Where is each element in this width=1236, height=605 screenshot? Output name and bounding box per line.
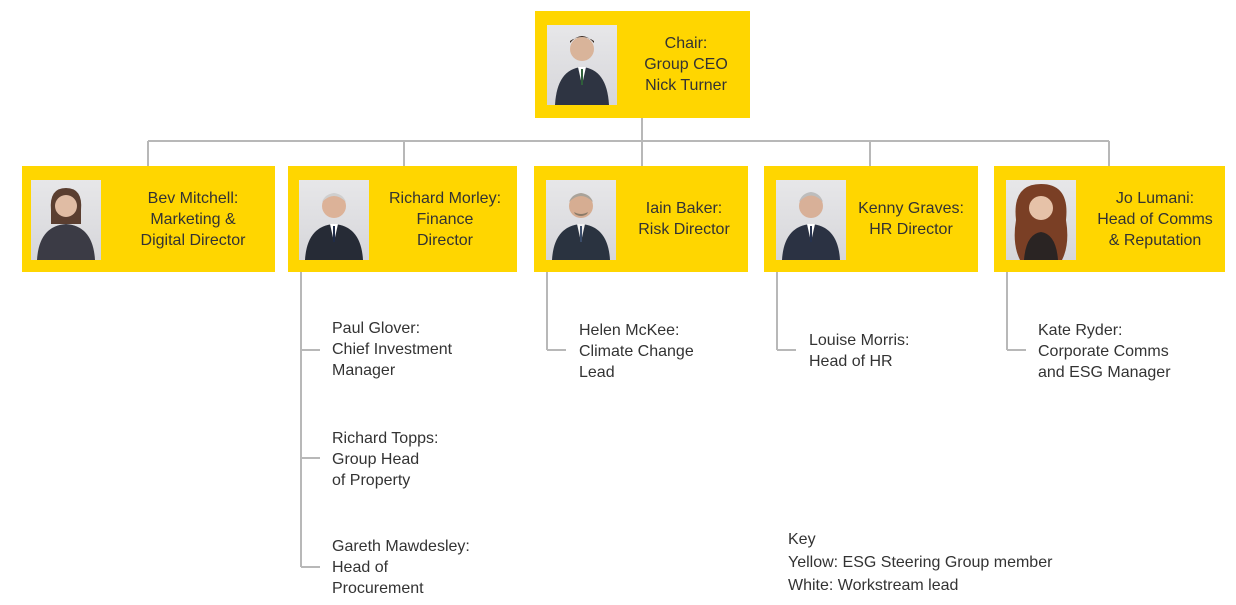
- lead-line: Climate Change: [579, 343, 694, 360]
- member-card-richard-morley: Richard Morley: Finance Director: [288, 166, 517, 272]
- lead-line: Kate Ryder:: [1038, 322, 1123, 339]
- richard-morley-photo: [299, 180, 369, 260]
- jo-lumani-line-2: Head of Comms: [1097, 211, 1213, 228]
- kenny-graves-line-2: HR Director: [869, 221, 953, 238]
- person-photo-icon: [552, 193, 610, 260]
- lead-paul-glover: Paul Glover: Chief Investment Manager: [332, 318, 452, 381]
- richard-morley-line-3: Director: [416, 232, 473, 249]
- person-photo-icon: [1014, 184, 1068, 260]
- member-card-bev-mitchell: Bev Mitchell: Marketing & Digital Direct…: [22, 166, 275, 272]
- lead-line: Group Head: [332, 451, 420, 468]
- kenny-graves-label: Kenny Graves: HR Director: [850, 198, 972, 240]
- lead-line: Head of HR: [809, 353, 893, 370]
- bev-mitchell-line-1: Bev Mitchell:: [147, 190, 239, 207]
- member-card-kenny-graves: Kenny Graves: HR Director: [764, 166, 978, 272]
- lead-line: Manager: [332, 362, 396, 379]
- key-yellow: Yellow: ESG Steering Group member: [788, 554, 1053, 571]
- iain-baker-line-1: Iain Baker:: [645, 200, 723, 217]
- lead-helen-mckee: Helen McKee: Climate Change Lead: [579, 320, 694, 383]
- lead-line: and ESG Manager: [1038, 364, 1171, 381]
- lead-line: Corporate Comms: [1038, 343, 1169, 360]
- bev-mitchell-line-2: Marketing &: [150, 211, 236, 228]
- lead-kate-ryder: Kate Ryder: Corporate Comms and ESG Mana…: [1038, 320, 1171, 383]
- chair-card: Chair: Group CEO Nick Turner: [535, 11, 750, 118]
- jo-lumani-photo: [1006, 180, 1076, 260]
- kenny-graves-photo: [776, 180, 846, 260]
- bev-mitchell-photo: [31, 180, 101, 260]
- iain-baker-line-2: Risk Director: [638, 221, 730, 238]
- lead-line: Chief Investment: [332, 341, 453, 358]
- bev-mitchell-line-3: Digital Director: [140, 232, 246, 249]
- member-card-jo-lumani: Jo Lumani: Head of Comms & Reputation: [994, 166, 1225, 272]
- lead-line: Head of: [332, 559, 389, 576]
- person-photo-icon: [555, 36, 609, 105]
- jo-lumani-label: Jo Lumani: Head of Comms & Reputation: [1088, 188, 1222, 251]
- chair-line-2: Group CEO: [644, 56, 728, 73]
- lead-gareth-mawdesley: Gareth Mawdesley: Head of Procurement: [332, 536, 470, 599]
- chair-line-3: Nick Turner: [645, 77, 727, 94]
- legend-key: Key Yellow: ESG Steering Group member Wh…: [788, 528, 1052, 597]
- richard-morley-line-2: Finance: [416, 211, 474, 228]
- lead-richard-topps: Richard Topps: Group Head of Property: [332, 428, 438, 491]
- person-photo-icon: [305, 193, 363, 260]
- lead-line: of Property: [332, 472, 411, 489]
- chair-label: Chair: Group CEO Nick Turner: [627, 33, 745, 96]
- lead-line: Gareth Mawdesley:: [332, 538, 470, 555]
- key-white: White: Workstream lead: [788, 577, 959, 594]
- richard-morley-label: Richard Morley: Finance Director: [376, 188, 514, 251]
- lead-louise-morris: Louise Morris: Head of HR: [809, 330, 909, 372]
- lead-line: Lead: [579, 364, 615, 381]
- richard-morley-line-1: Richard Morley:: [388, 190, 502, 207]
- lead-line: Richard Topps:: [332, 430, 439, 447]
- lead-line: Paul Glover:: [332, 320, 421, 337]
- chair-photo: [547, 25, 617, 105]
- chair-line-1: Chair:: [664, 35, 708, 52]
- lead-line: Procurement: [332, 580, 424, 597]
- person-photo-icon: [782, 192, 840, 260]
- jo-lumani-line-3: & Reputation: [1108, 232, 1202, 249]
- iain-baker-photo: [546, 180, 616, 260]
- person-photo-icon: [37, 188, 95, 260]
- key-title: Key: [788, 531, 816, 548]
- iain-baker-label: Iain Baker: Risk Director: [624, 198, 744, 240]
- member-card-iain-baker: Iain Baker: Risk Director: [534, 166, 748, 272]
- bev-mitchell-label: Bev Mitchell: Marketing & Digital Direct…: [118, 188, 268, 251]
- lead-line: Helen McKee:: [579, 322, 680, 339]
- lead-line: Louise Morris:: [809, 332, 910, 349]
- kenny-graves-line-1: Kenny Graves:: [858, 200, 964, 217]
- jo-lumani-line-1: Jo Lumani:: [1115, 190, 1195, 207]
